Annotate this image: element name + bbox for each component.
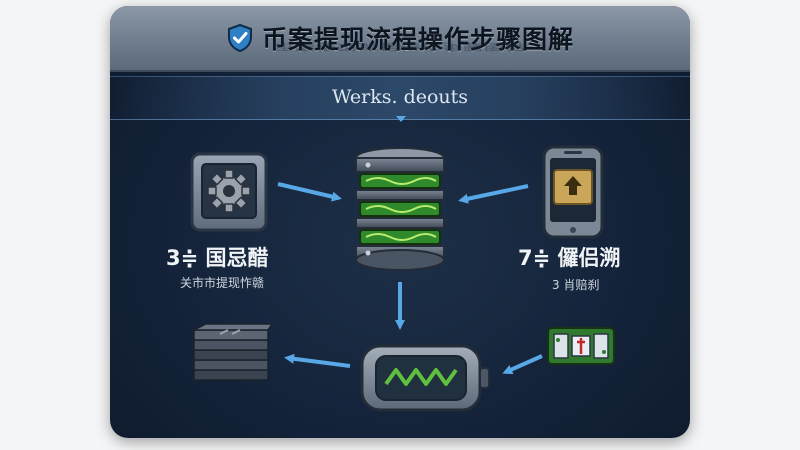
arrow-chip-to-battery [502, 354, 543, 375]
right-node-label: 7≑ 儸侣溯 [518, 246, 621, 270]
left-node-sub: 关市市提现怍赣 [180, 276, 265, 290]
phone-upload-icon [542, 145, 604, 239]
arrow-right-to-center [458, 184, 529, 204]
arrow-battery-to-layers [284, 353, 351, 368]
gear-tablet-icon [190, 152, 268, 232]
left-node-label: 3≑ 国忌醋 [166, 246, 269, 270]
circuit-chip-icon [547, 327, 615, 365]
shield-check-icon [227, 23, 252, 53]
subtitle-notch [396, 116, 406, 122]
battery-wave-icon [360, 344, 490, 412]
arrow-left-to-center [277, 182, 342, 202]
stacked-layers-icon [193, 323, 272, 381]
title-row: 币案提现流程操作步骤图解 [110, 20, 690, 56]
flow-arrows [277, 182, 543, 375]
right-node-sub: 3 肖赔刹 [552, 278, 600, 292]
page-title: 币案提现流程操作步骤图解 [261, 25, 574, 54]
header-bar [110, 6, 690, 72]
server-stack-icon [355, 147, 445, 271]
subtitle: Werks. deouts [331, 86, 469, 108]
diagram-card: 币案提现流程操作步骤图解 币案提现流程操作步骤图解 Werks. deouts [110, 6, 690, 438]
